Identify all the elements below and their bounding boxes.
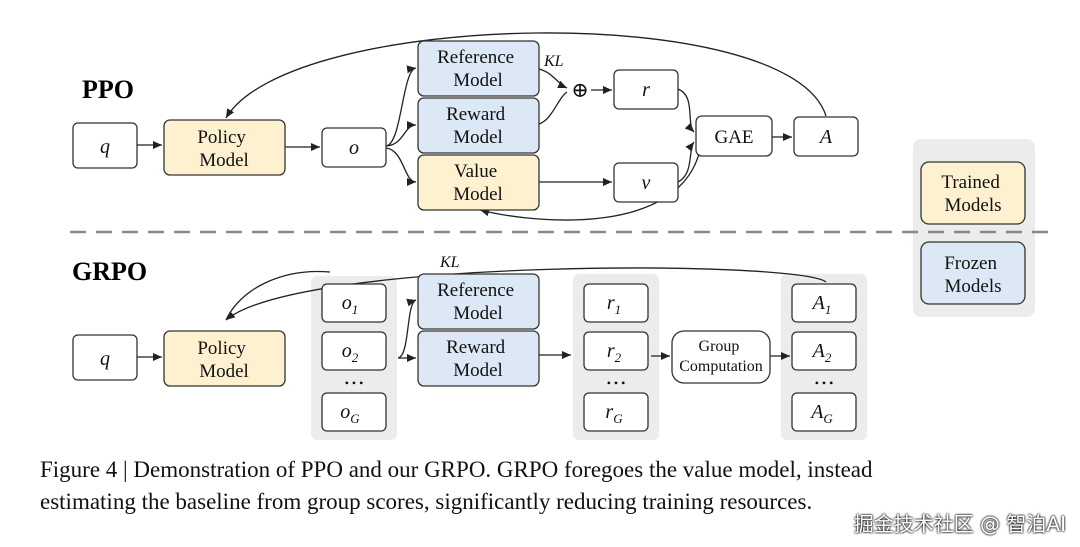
grpo-reward-model-label: Reward Model xyxy=(446,337,510,381)
grpo-rewards-ellipsis: • • • xyxy=(607,376,626,390)
caption-line-2: estimating the baseline from group score… xyxy=(40,489,813,514)
legend-frozen-box xyxy=(920,241,1026,305)
grpo-title: GRPO xyxy=(72,257,147,286)
figure-caption: Figure 4 | Demonstration of PPO and our … xyxy=(40,454,1070,518)
ppo-reference-model-label: Reference Model xyxy=(437,47,519,91)
grpo-reward-model-box xyxy=(417,330,540,387)
ppo-value-model-label: Value Model xyxy=(453,161,503,205)
grpo-group-computation-box xyxy=(671,330,771,384)
ppo-value-model-box xyxy=(417,154,540,211)
grpo-advantages-ellipsis: • • • xyxy=(815,376,834,390)
ppo-policy-model-label: Policy Model xyxy=(197,127,250,171)
grpo-reward-g-box xyxy=(583,392,649,432)
grpo-reward-g-label: rG xyxy=(605,401,623,426)
legend-trained-box xyxy=(920,161,1026,225)
grpo-reference-model-label: Reference Model xyxy=(437,280,519,324)
grpo-policy-model-label: Policy Model xyxy=(197,338,250,382)
ppo-advantage-box xyxy=(793,116,859,157)
grpo-kl-label: KL xyxy=(439,254,460,271)
ppo-connectors xyxy=(137,32,827,221)
grpo-reward-2-box xyxy=(583,331,649,371)
grpo-output-1-label: o1 xyxy=(342,292,359,317)
caption-line-1: Figure 4 | Demonstration of PPO and our … xyxy=(40,457,873,482)
grpo-advantage-g-label: AG xyxy=(809,401,833,426)
ppo-reward-model-label: Reward Model xyxy=(446,104,510,148)
grpo-reward-1-box xyxy=(583,283,649,323)
grpo-reward-2-label: r2 xyxy=(607,340,622,365)
grpo-advantage-2-label: A2 xyxy=(811,340,832,365)
ppo-output-label: o xyxy=(349,137,359,159)
grpo-advantage-1-box xyxy=(791,283,857,323)
grpo-reward-1-label: r1 xyxy=(607,292,621,317)
grpo-advantage-1-label: A1 xyxy=(811,292,832,317)
grpo-connectors xyxy=(137,267,827,362)
ppo-policy-model-box xyxy=(163,119,286,176)
grpo-policy-model-box xyxy=(163,330,286,387)
grpo-output-g-label: oG xyxy=(340,401,360,426)
grpo-advantage-2-box xyxy=(791,331,857,371)
grpo-q-label: q xyxy=(100,348,110,370)
ppo-value-label: v xyxy=(642,172,651,194)
ppo-oplus-symbol: ⊕ xyxy=(571,78,589,102)
grpo-advantage-g-box xyxy=(791,392,857,432)
ppo-kl-label: KL xyxy=(543,53,564,70)
ppo-reward-label: r xyxy=(642,79,650,101)
ppo-q-box xyxy=(72,122,138,169)
grpo-q-box xyxy=(72,334,138,381)
ppo-gae-box xyxy=(695,115,773,157)
ppo-gae-label: GAE xyxy=(714,127,753,148)
grpo-group-computation-label: Group Computation xyxy=(679,338,763,375)
legend-trained-label: Trained Models xyxy=(941,172,1004,216)
grpo-outputs-ellipsis: • • • xyxy=(345,376,364,390)
ppo-q-label: q xyxy=(100,136,110,158)
ppo-reward-model-box xyxy=(417,97,540,154)
grpo-output-2-label: o2 xyxy=(342,340,359,365)
ppo-output-box xyxy=(321,127,387,168)
legend-frozen-label: Frozen Models xyxy=(944,253,1002,297)
grpo-reference-model-box xyxy=(417,273,540,330)
ppo-advantage-label: A xyxy=(818,126,833,148)
ppo-reward-box xyxy=(613,69,679,110)
watermark: 掘金技术社区 @ 智泊AI xyxy=(853,512,1066,536)
ppo-reference-model-box xyxy=(417,40,540,97)
grpo-output-g-box xyxy=(321,392,387,432)
ppo-title: PPO xyxy=(82,75,134,104)
grpo-output-2-box xyxy=(321,331,387,371)
ppo-value-box xyxy=(613,162,679,203)
grpo-output-1-box xyxy=(321,283,387,323)
